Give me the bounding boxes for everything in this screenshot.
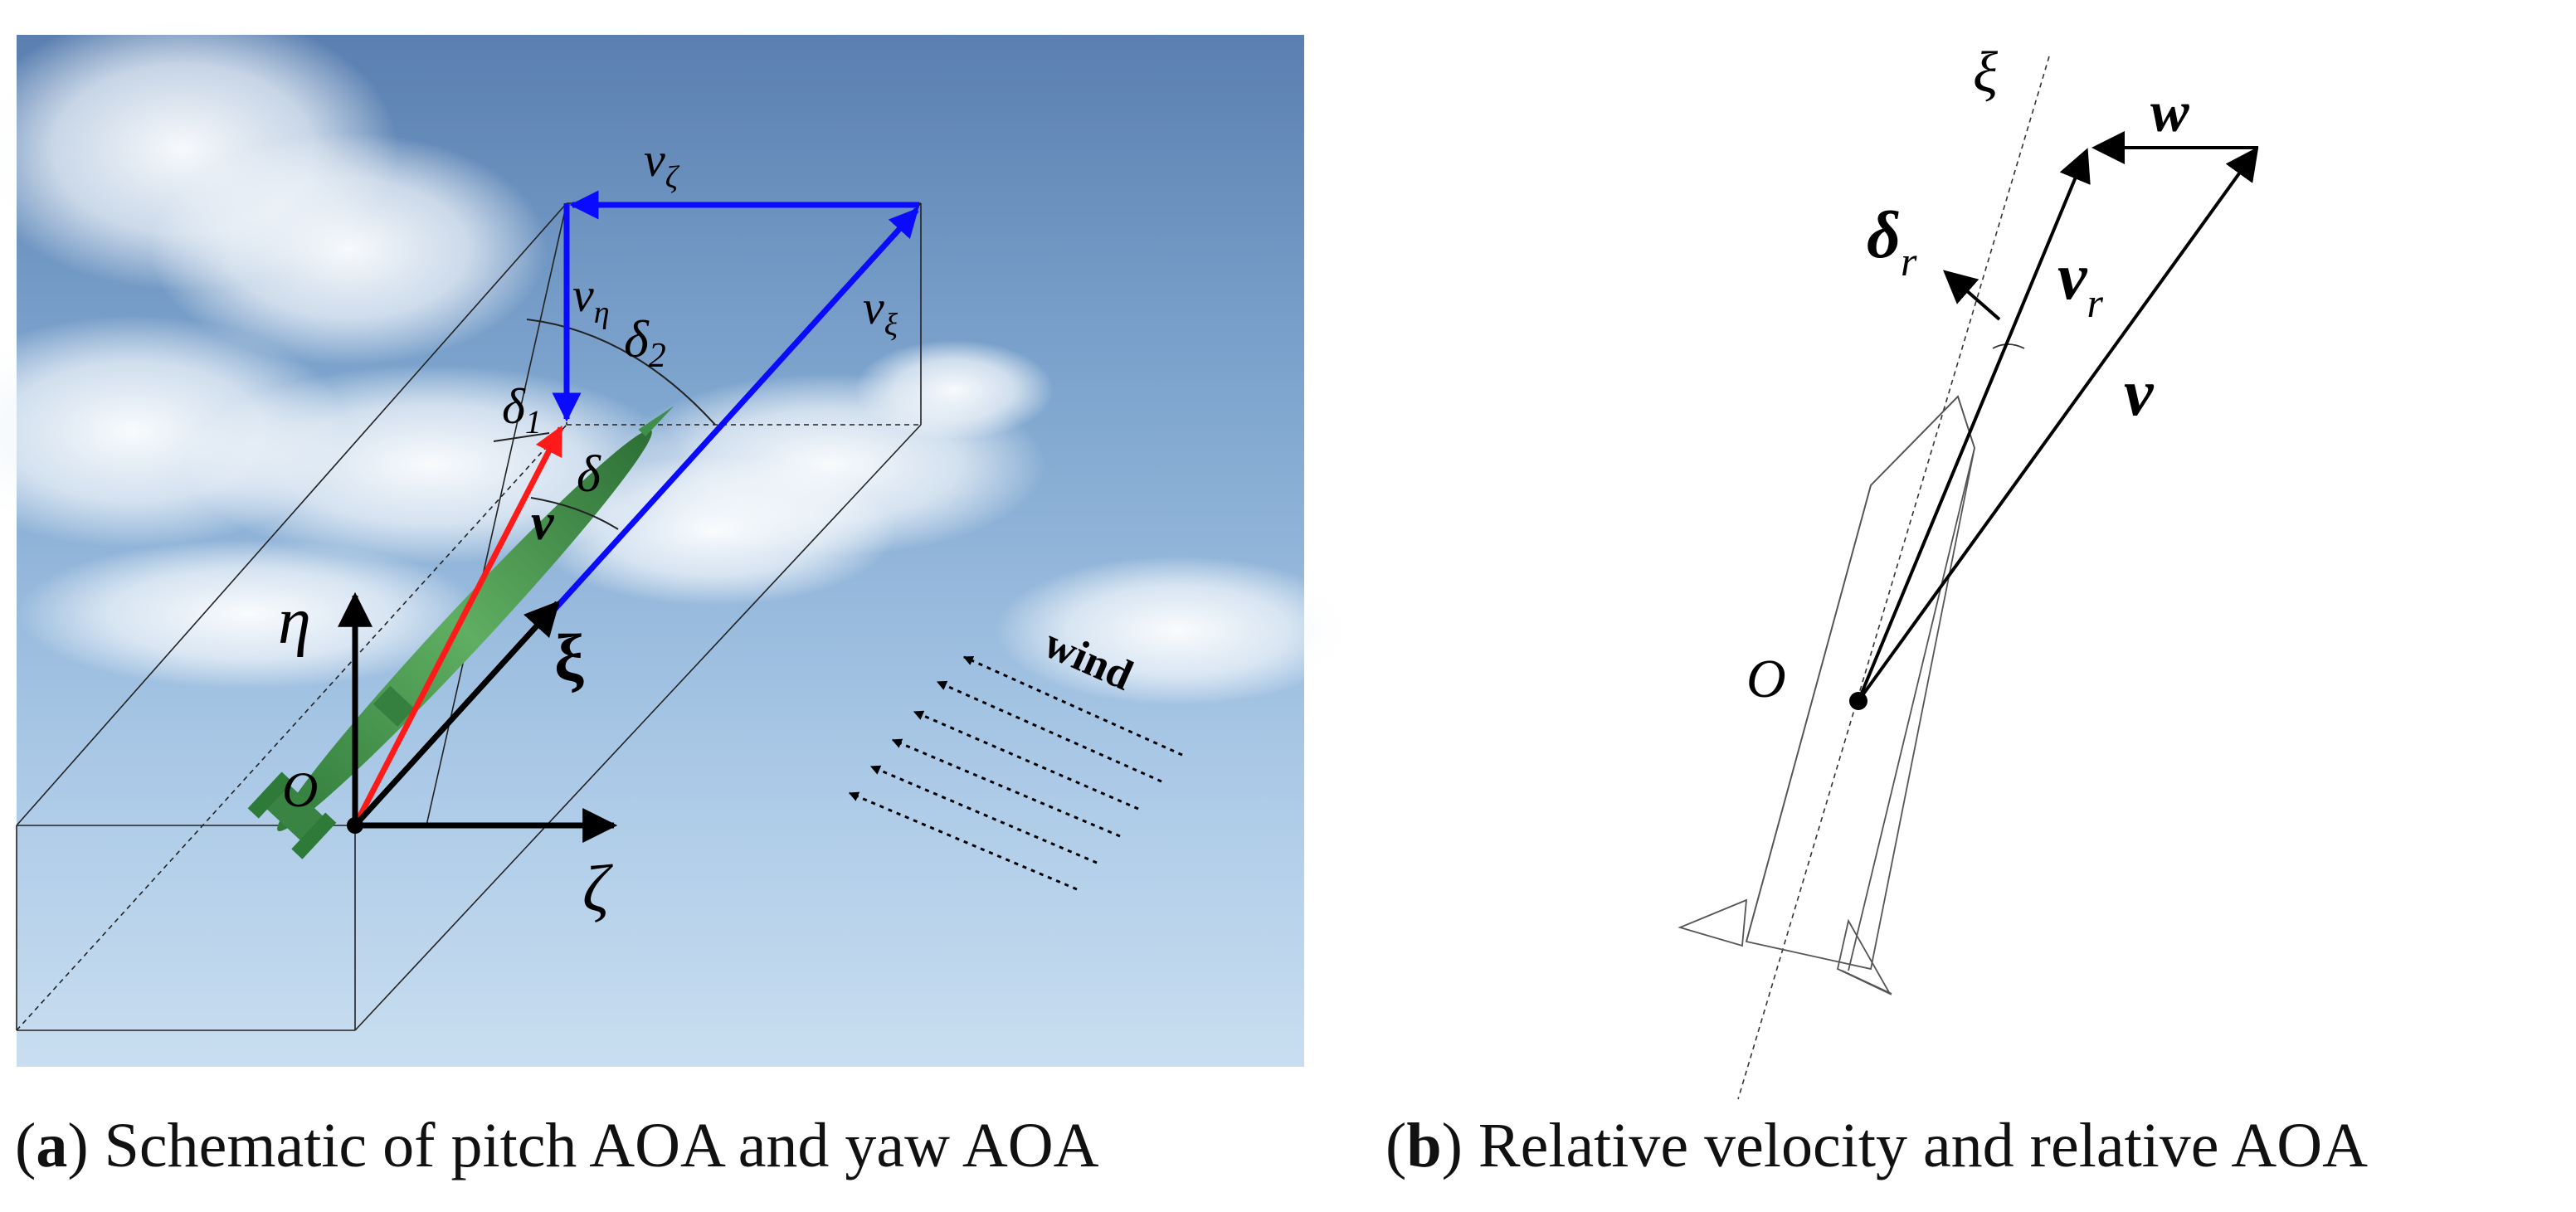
- caption-a-open: (: [15, 1111, 37, 1180]
- label-xi-b: ξ: [1973, 41, 1998, 105]
- caption-b-letter: b: [1406, 1111, 1442, 1180]
- label-eta: η: [278, 585, 311, 658]
- label-w: w: [2150, 80, 2189, 144]
- v-r-vector: [1857, 148, 2091, 702]
- missile: [247, 406, 674, 859]
- label-origin-a: O: [282, 762, 318, 817]
- panel-a: vζ vη vξ δ2 δ1 δ v η ξ ζ O wind: [0, 8, 1361, 1067]
- v-xi-arrow: [552, 207, 919, 612]
- body-axes: [338, 591, 618, 843]
- caption-b-text: ) Relative velocity and relative AOA: [1441, 1111, 2368, 1180]
- component-arrows: [552, 190, 919, 612]
- label-v-b: v: [2124, 357, 2155, 430]
- origin-dot-a: [347, 817, 363, 834]
- wind-arrows: [848, 655, 1183, 891]
- velocity-arrow: [352, 425, 564, 827]
- xi-axis-b: [1737, 56, 2050, 1100]
- origin-dot-b: [1849, 692, 1867, 710]
- caption-b: (b) Relative velocity and relative AOA: [1385, 1110, 2368, 1182]
- delta-r-arrow: [1942, 270, 2001, 321]
- label-delta-r: δr: [1867, 199, 1917, 285]
- label-delta1: δ1: [502, 379, 542, 441]
- arc-delta2: [526, 319, 716, 426]
- label-v: v: [531, 494, 555, 551]
- caption-a: (a) Schematic of pitch AOA and yaw AOA: [15, 1110, 1099, 1182]
- caption-a-text: ) Schematic of pitch AOA and yaw AOA: [67, 1111, 1099, 1180]
- caption-a-letter: a: [36, 1111, 68, 1180]
- missile-outline: [1678, 395, 1975, 996]
- label-v-zeta: vζ: [644, 133, 680, 195]
- arc-delta: [530, 497, 619, 530]
- label-delta2: δ2: [624, 309, 666, 375]
- vectors-b: [1857, 131, 2259, 703]
- label-xi-a: ξ: [554, 622, 584, 695]
- v-vector-b: [1857, 146, 2259, 703]
- xi-axis: [353, 600, 560, 828]
- label-zeta: ζ: [582, 853, 613, 926]
- arc-delta-r: [1992, 343, 2025, 349]
- label-delta: δ: [577, 446, 601, 503]
- clouds: [0, 8, 1361, 705]
- label-v-r: vr: [2057, 241, 2104, 326]
- panel-b: ξ w δr vr v O: [1678, 41, 2259, 1100]
- label-v-xi: vξ: [863, 280, 898, 343]
- label-origin-b: O: [1746, 649, 1786, 709]
- label-v-eta: vη: [572, 268, 610, 330]
- caption-b-open: (: [1385, 1111, 1407, 1180]
